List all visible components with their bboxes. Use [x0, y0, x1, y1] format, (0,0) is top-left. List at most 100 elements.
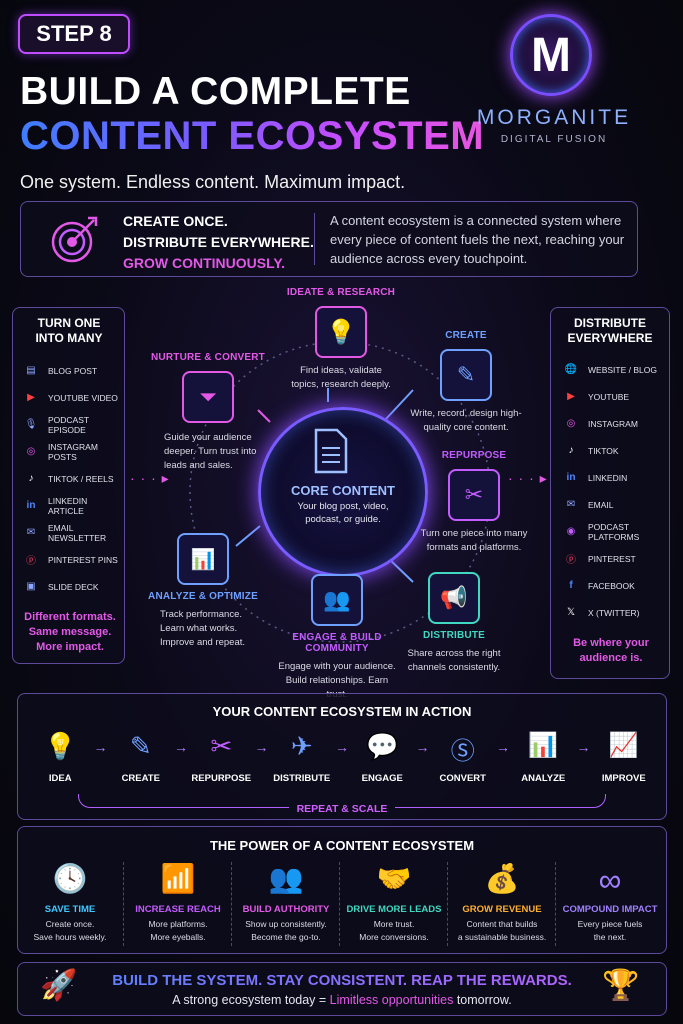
intro-panel [20, 201, 638, 277]
page-title-line2: CONTENT ECOSYSTEM [20, 114, 485, 158]
lightbulb-icon: 💡 [44, 731, 77, 761]
community-icon: 👥 [311, 574, 363, 626]
bar-chart-icon: 📊 [177, 533, 229, 585]
list-item: ◉PODCAST PLATFORMS [562, 518, 668, 545]
right-panel-footer: Be where your audience is. [573, 637, 649, 664]
slides-icon: ▣ [26, 581, 36, 592]
benefit-build-authority: 👥 BUILD AUTHORITY Show up consistently.B… [232, 862, 340, 944]
arrow-right-icon: → [174, 739, 188, 755]
flow-step: 💡IDEA [27, 731, 94, 784]
right-panel-list: 🌐WEBSITE / BLOG ▶YOUTUBE ◎INSTAGRAM ♪TIK… [562, 356, 668, 626]
cycle-node-distribute: 📢 DISTRIBUTE Share across the right chan… [404, 572, 504, 675]
left-panel-footer: Different formats. Same message. More im… [24, 611, 116, 653]
list-item: ♪TIKTOK [562, 437, 668, 464]
tiktok-icon: ♪ [28, 473, 34, 484]
cycle-node-engage: 👥 ENGAGE & BUILD COMMUNITY Engage with y… [262, 574, 412, 702]
divider [231, 862, 232, 946]
dollar-icon: Ⓢ [450, 738, 475, 765]
core-content-title: CORE CONTENT [291, 483, 395, 498]
funnel-icon: ⏷ [182, 371, 234, 423]
cycle-node-nurture: NURTURE & CONVERT ⏷ Guide your audience … [150, 352, 266, 473]
flow-step: 💬ENGAGE [349, 731, 416, 784]
right-dotted-arrow: · · · ▸ [508, 470, 548, 486]
document-icon: ▤ [26, 365, 36, 376]
list-item: ▶YOUTUBE [562, 383, 668, 410]
cycle-node-create: CREATE ✎ Write, record, design high-qual… [404, 330, 528, 435]
megaphone-icon: 📢 [428, 572, 480, 624]
list-item: ▣SLIDE DECK [22, 573, 122, 600]
list-item: ✉EMAIL [562, 491, 668, 518]
logo-letter: M [531, 28, 571, 82]
node-title: ENGAGE & BUILD COMMUNITY [292, 632, 382, 654]
youtube-icon: ▶ [567, 391, 575, 402]
page-title-line1: BUILD A COMPLETE [20, 70, 411, 113]
microphone-icon: 🎙 [24, 419, 38, 430]
divider [555, 862, 556, 946]
node-desc: Find ideas, validate topics, research de… [291, 365, 391, 390]
brain-bulb-icon: 💡 [315, 306, 367, 358]
email-icon: ✉ [566, 499, 576, 510]
instagram-icon: ◎ [26, 446, 36, 457]
distribute-everywhere-panel [550, 307, 670, 679]
handshake-icon: 🤝 [376, 863, 412, 894]
intro-line2: DISTRIBUTE EVERYWHERE. [123, 234, 314, 250]
flow-step: ✈DISTRIBUTE [269, 731, 336, 784]
repeat-label: REPEAT & SCALE [17, 803, 667, 815]
target-icon [51, 216, 98, 263]
benefit-increase-reach: 📶 INCREASE REACH More platforms.More eye… [124, 862, 232, 944]
trophy-icon: 🏆 [602, 968, 639, 1003]
scissors-icon: ✂ [210, 731, 233, 761]
node-title: ANALYZE & OPTIMIZE [148, 591, 258, 602]
benefit-save-time: 🕓 SAVE TIME Create once.Save hours weekl… [16, 862, 124, 944]
left-dotted-arrow: · · · ▸ [130, 470, 170, 486]
list-item: ✉EMAIL NEWSLETTER [22, 519, 122, 546]
arrow-right-icon: → [93, 739, 108, 755]
document-icon [314, 428, 348, 474]
cycle-node-analyze: 📊 ANALYZE & OPTIMIZE Track performance. … [144, 533, 262, 650]
podcast-icon: ◉ [566, 526, 576, 537]
left-panel-list: ▤BLOG POST ▶YOUTUBE VIDEO 🎙PODCAST EPISO… [22, 357, 122, 600]
globe-icon: 🌐 [564, 364, 578, 375]
intro-line1: CREATE ONCE. [123, 213, 228, 229]
paper-plane-icon: ✈ [290, 731, 313, 761]
node-desc: Guide your audience deeper. Turn trust i… [164, 432, 257, 471]
linkedin-icon: in [566, 472, 576, 483]
arrow-right-icon: → [496, 739, 510, 755]
cta-headline: BUILD THE SYSTEM. STAY CONSISTENT. REAP … [17, 972, 667, 989]
node-title: REPURPOSE [441, 450, 507, 461]
bar-chart-icon: 📶 [160, 863, 196, 894]
node-title: IDEATE & RESEARCH [286, 287, 396, 298]
group-icon: 👥 [268, 863, 304, 894]
list-item: ▤BLOG POST [22, 357, 122, 384]
infinity-icon: ∞ [598, 862, 622, 898]
list-item: ◎INSTAGRAM [562, 410, 668, 437]
pencil-icon: ✎ [440, 349, 492, 401]
node-title: NURTURE & CONVERT [151, 352, 265, 363]
ecosystem-in-action-panel [17, 693, 667, 820]
pinterest-icon: ⓟ [566, 555, 576, 566]
node-title: DISTRIBUTE [423, 630, 485, 641]
node-desc: Track performance. Learn what works. Imp… [160, 609, 246, 648]
step-badge: STEP 8 [18, 14, 130, 54]
arrow-right-icon: → [335, 739, 349, 755]
list-item: ◎INSTAGRAM POSTS [22, 438, 122, 465]
clock-icon: 🕓 [52, 863, 88, 894]
turn-one-into-many-panel [12, 307, 125, 664]
divider [339, 862, 340, 946]
list-item: ▶YOUTUBE VIDEO [22, 384, 122, 411]
pinterest-icon: ⓟ [26, 556, 36, 567]
arrow-right-icon: → [415, 739, 430, 755]
node-desc: Write, record, design high-quality core … [410, 408, 522, 433]
cycle-node-ideate: IDEATE & RESEARCH 💡 Find ideas, validate… [268, 287, 414, 392]
email-icon: ✉ [26, 527, 36, 538]
node-title: CREATE [445, 330, 487, 341]
flow-step: ✎CREATE [108, 731, 175, 784]
edit-icon: ✎ [129, 731, 152, 761]
page-subtitle: One system. Endless content. Maximum imp… [20, 172, 406, 192]
